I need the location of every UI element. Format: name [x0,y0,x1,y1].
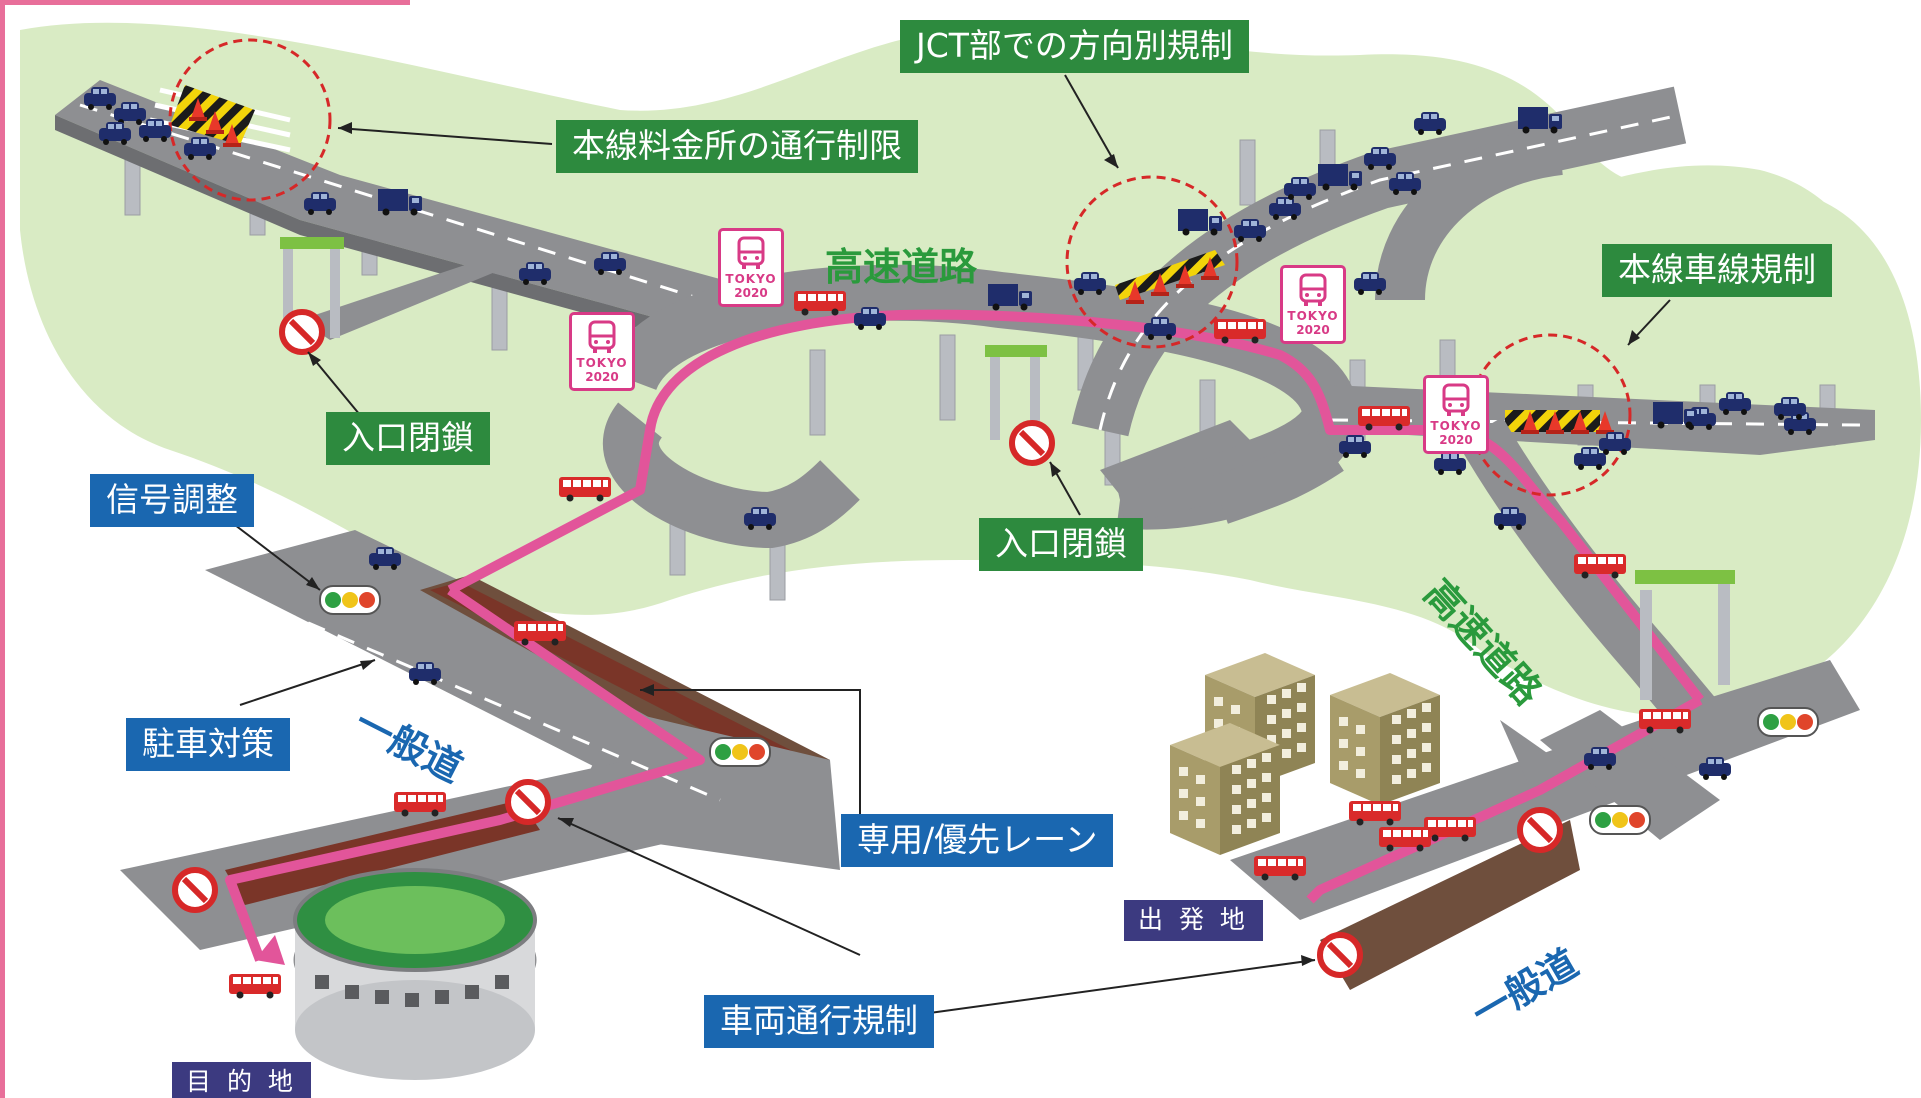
stadium-icon [293,868,537,1080]
restriction-zone [168,38,332,202]
dedicated-lane-label: 専用/優先レーン [841,814,1114,867]
pointer-arrowheads [306,122,1640,966]
sign-text-line1: TOKYO [576,356,628,370]
restriction-zone [1468,333,1632,497]
ramp-left [300,260,500,340]
page-edge-stripe [0,0,5,1098]
origin-label: 出 発 地 [1124,900,1263,941]
gantry-icon [280,237,344,342]
building-icon [1330,673,1440,805]
parking-measures-label: 駐車対策 [126,718,290,771]
toll-gate-restriction-label: 本線料金所の通行制限 [556,120,918,173]
mainline-lane-restriction-label: 本線車線規制 [1602,244,1832,297]
tokyo-2020-sign: TOKYO 2020 [569,312,635,391]
sign-text-line1: TOKYO [1430,419,1482,433]
entrance-closure-label-left: 入口閉鎖 [326,412,490,465]
jct-directional-restriction-label: JCT部での方向別規制 [900,20,1249,73]
gantry-icon [1635,570,1735,700]
building-icon [1170,723,1280,855]
vehicle-restriction-label: 車両通行規制 [704,995,934,1048]
expressway-label-top: 高速道路 [825,245,978,289]
sign-text-line1: TOKYO [725,272,777,286]
signal-adjustment-label: 信号調整 [90,474,254,527]
sign-text-line1: TOKYO [1287,309,1339,323]
sign-text-line2: 2020 [585,370,619,384]
page-top-stripe [0,0,410,5]
restriction-zone [1065,175,1239,349]
tokyo-2020-sign: TOKYO 2020 [1280,265,1346,344]
tokyo-2020-sign: TOKYO 2020 [1423,375,1489,454]
bus-sign-icon [1299,273,1327,306]
bus-sign-icon [1442,383,1470,416]
ramp-up-right-2 [1375,125,1564,302]
destination-label: 目 的 地 [172,1062,311,1098]
tokyo-2020-sign: TOKYO 2020 [718,228,784,307]
sign-text-line2: 2020 [734,286,768,300]
entrance-closure-label-center: 入口閉鎖 [979,518,1143,571]
gantry-icon [985,345,1047,440]
sign-text-line2: 2020 [1296,323,1330,337]
bus-sign-icon [588,320,616,353]
sign-text-line2: 2020 [1439,433,1473,447]
bus-sign-icon [737,236,765,269]
ramp-right-down [1457,417,1720,737]
